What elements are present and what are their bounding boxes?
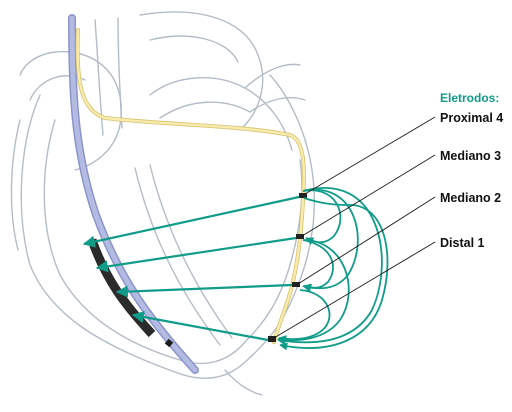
legend-title: Eletrodos:	[440, 91, 499, 105]
label-mediano-2: Mediano 2	[440, 191, 501, 205]
electrode-distal-1	[268, 336, 276, 342]
electrode-mediano-3	[296, 234, 304, 239]
label-mediano-3: Mediano 3	[440, 149, 501, 163]
catheter	[72, 18, 195, 370]
vector-arrow-m2	[117, 285, 292, 292]
electrode-legend: Eletrodos: Proximal 4 Mediano 3 Mediano …	[440, 91, 503, 250]
vector-arrow-m3	[97, 238, 296, 268]
label-distal-1: Distal 1	[440, 236, 485, 250]
vector-arrow-p4	[84, 197, 299, 244]
vector-arrow-d1	[133, 315, 268, 340]
electrode-mediano-2	[292, 282, 300, 287]
label-proximal-4: Proximal 4	[440, 111, 503, 125]
pointer-mediano-3	[302, 155, 435, 236]
pointer-proximal-4	[305, 117, 435, 194]
lv-lead	[78, 30, 304, 342]
